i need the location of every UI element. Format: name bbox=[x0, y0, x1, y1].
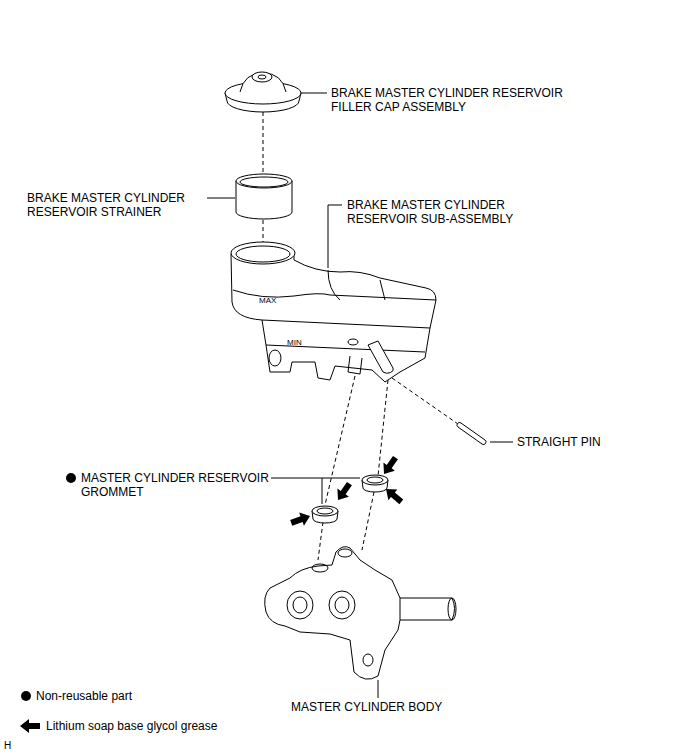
legend-dot bbox=[21, 691, 31, 701]
leader-line bbox=[328, 205, 342, 268]
part-name: BRAKE MASTER CYLINDER RESERVOIR STRAINER bbox=[27, 191, 205, 219]
part-name: BRAKE MASTER CYLINDER RESERVOIR SUB-ASSE… bbox=[347, 198, 529, 226]
legend-text: Lithium soap base glycol grease bbox=[46, 719, 217, 733]
assembly-line bbox=[263, 112, 264, 172]
master-cylinder-body bbox=[265, 547, 456, 680]
reservoir bbox=[231, 242, 436, 382]
leader-line bbox=[271, 478, 360, 479]
level-mark: MAX bbox=[259, 296, 276, 306]
grommet bbox=[362, 475, 388, 492]
assembly-line bbox=[325, 376, 355, 505]
leader-line bbox=[301, 93, 327, 94]
legend-arrow bbox=[20, 719, 40, 733]
level-mark: MIN bbox=[287, 338, 302, 348]
part-name: MASTER CYLINDER RESERVOIR GROMMET bbox=[81, 471, 276, 499]
strainer bbox=[236, 174, 292, 219]
assembly-line bbox=[318, 522, 323, 560]
grommet bbox=[312, 506, 338, 523]
part-name: MASTER CYLINDER BODY bbox=[291, 700, 442, 714]
leader-line bbox=[490, 442, 513, 443]
leader-line bbox=[207, 198, 235, 199]
assembly-line bbox=[392, 378, 458, 424]
assembly-line bbox=[378, 380, 388, 476]
assembly-line bbox=[263, 220, 264, 242]
leader-line bbox=[322, 478, 323, 504]
grease-arrow bbox=[289, 454, 406, 530]
leader-line bbox=[378, 680, 379, 698]
non-reusable-mark bbox=[66, 473, 76, 483]
part-name: STRAIGHT PIN bbox=[517, 435, 601, 449]
assembly-line bbox=[362, 492, 374, 550]
figure-code: H bbox=[4, 740, 11, 752]
part-name: BRAKE MASTER CYLINDER RESERVOIR FILLER C… bbox=[331, 86, 571, 114]
filler-cap bbox=[225, 72, 301, 112]
legend-text: Non-reusable part bbox=[36, 689, 132, 703]
straight-pin bbox=[457, 423, 486, 445]
